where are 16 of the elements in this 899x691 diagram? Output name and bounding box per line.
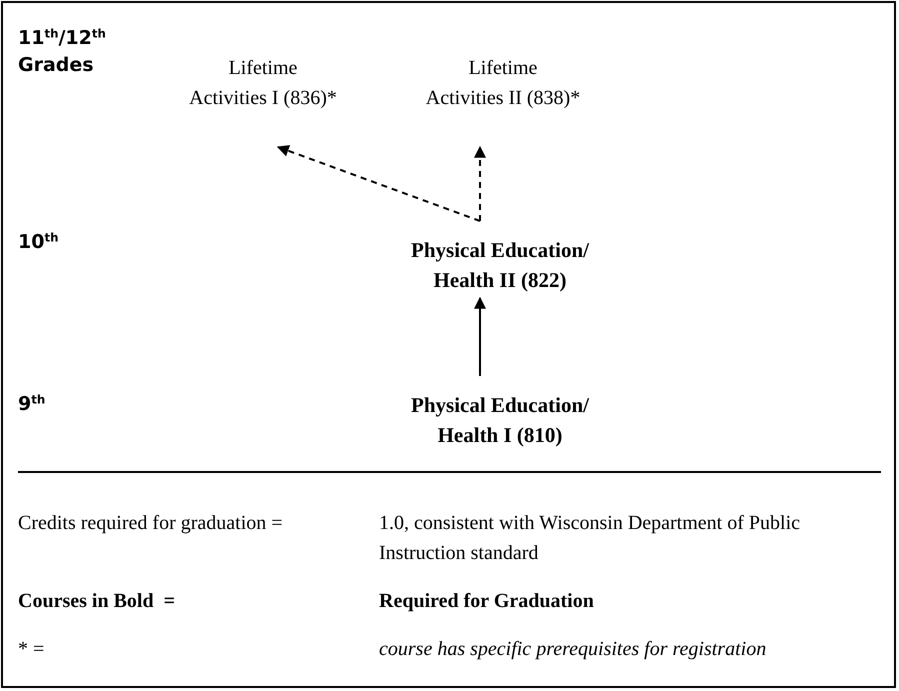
course-name: Lifetime Activities II (838)* (424, 56, 582, 111)
grade-label: 9$^{th}$ (18, 392, 46, 417)
course-name: Lifetime Activities I (836)* (188, 56, 338, 111)
course-name: Physical Education/ Health II (822) (410, 237, 590, 294)
note-text: Required for Graduation (379, 589, 595, 614)
note-text: Courses in Bold = (18, 589, 176, 614)
grade-label: 11$^{th}$/12$^{th}$ Grades (18, 26, 107, 78)
note-text: Credits required for graduation = (18, 511, 284, 536)
note-text: course has specific prerequisites for registration (379, 637, 768, 662)
note-text: * = (18, 637, 46, 662)
grade-label: 10$^{th}$ (18, 230, 60, 255)
arrow (474, 146, 486, 221)
note-text: 1.0, consistent with Wisconsin Department of Public Instruction standard (379, 511, 801, 566)
arrow (474, 296, 486, 376)
arrow (276, 145, 480, 222)
course-name: Physical Education/ Health I (810) (410, 392, 590, 449)
